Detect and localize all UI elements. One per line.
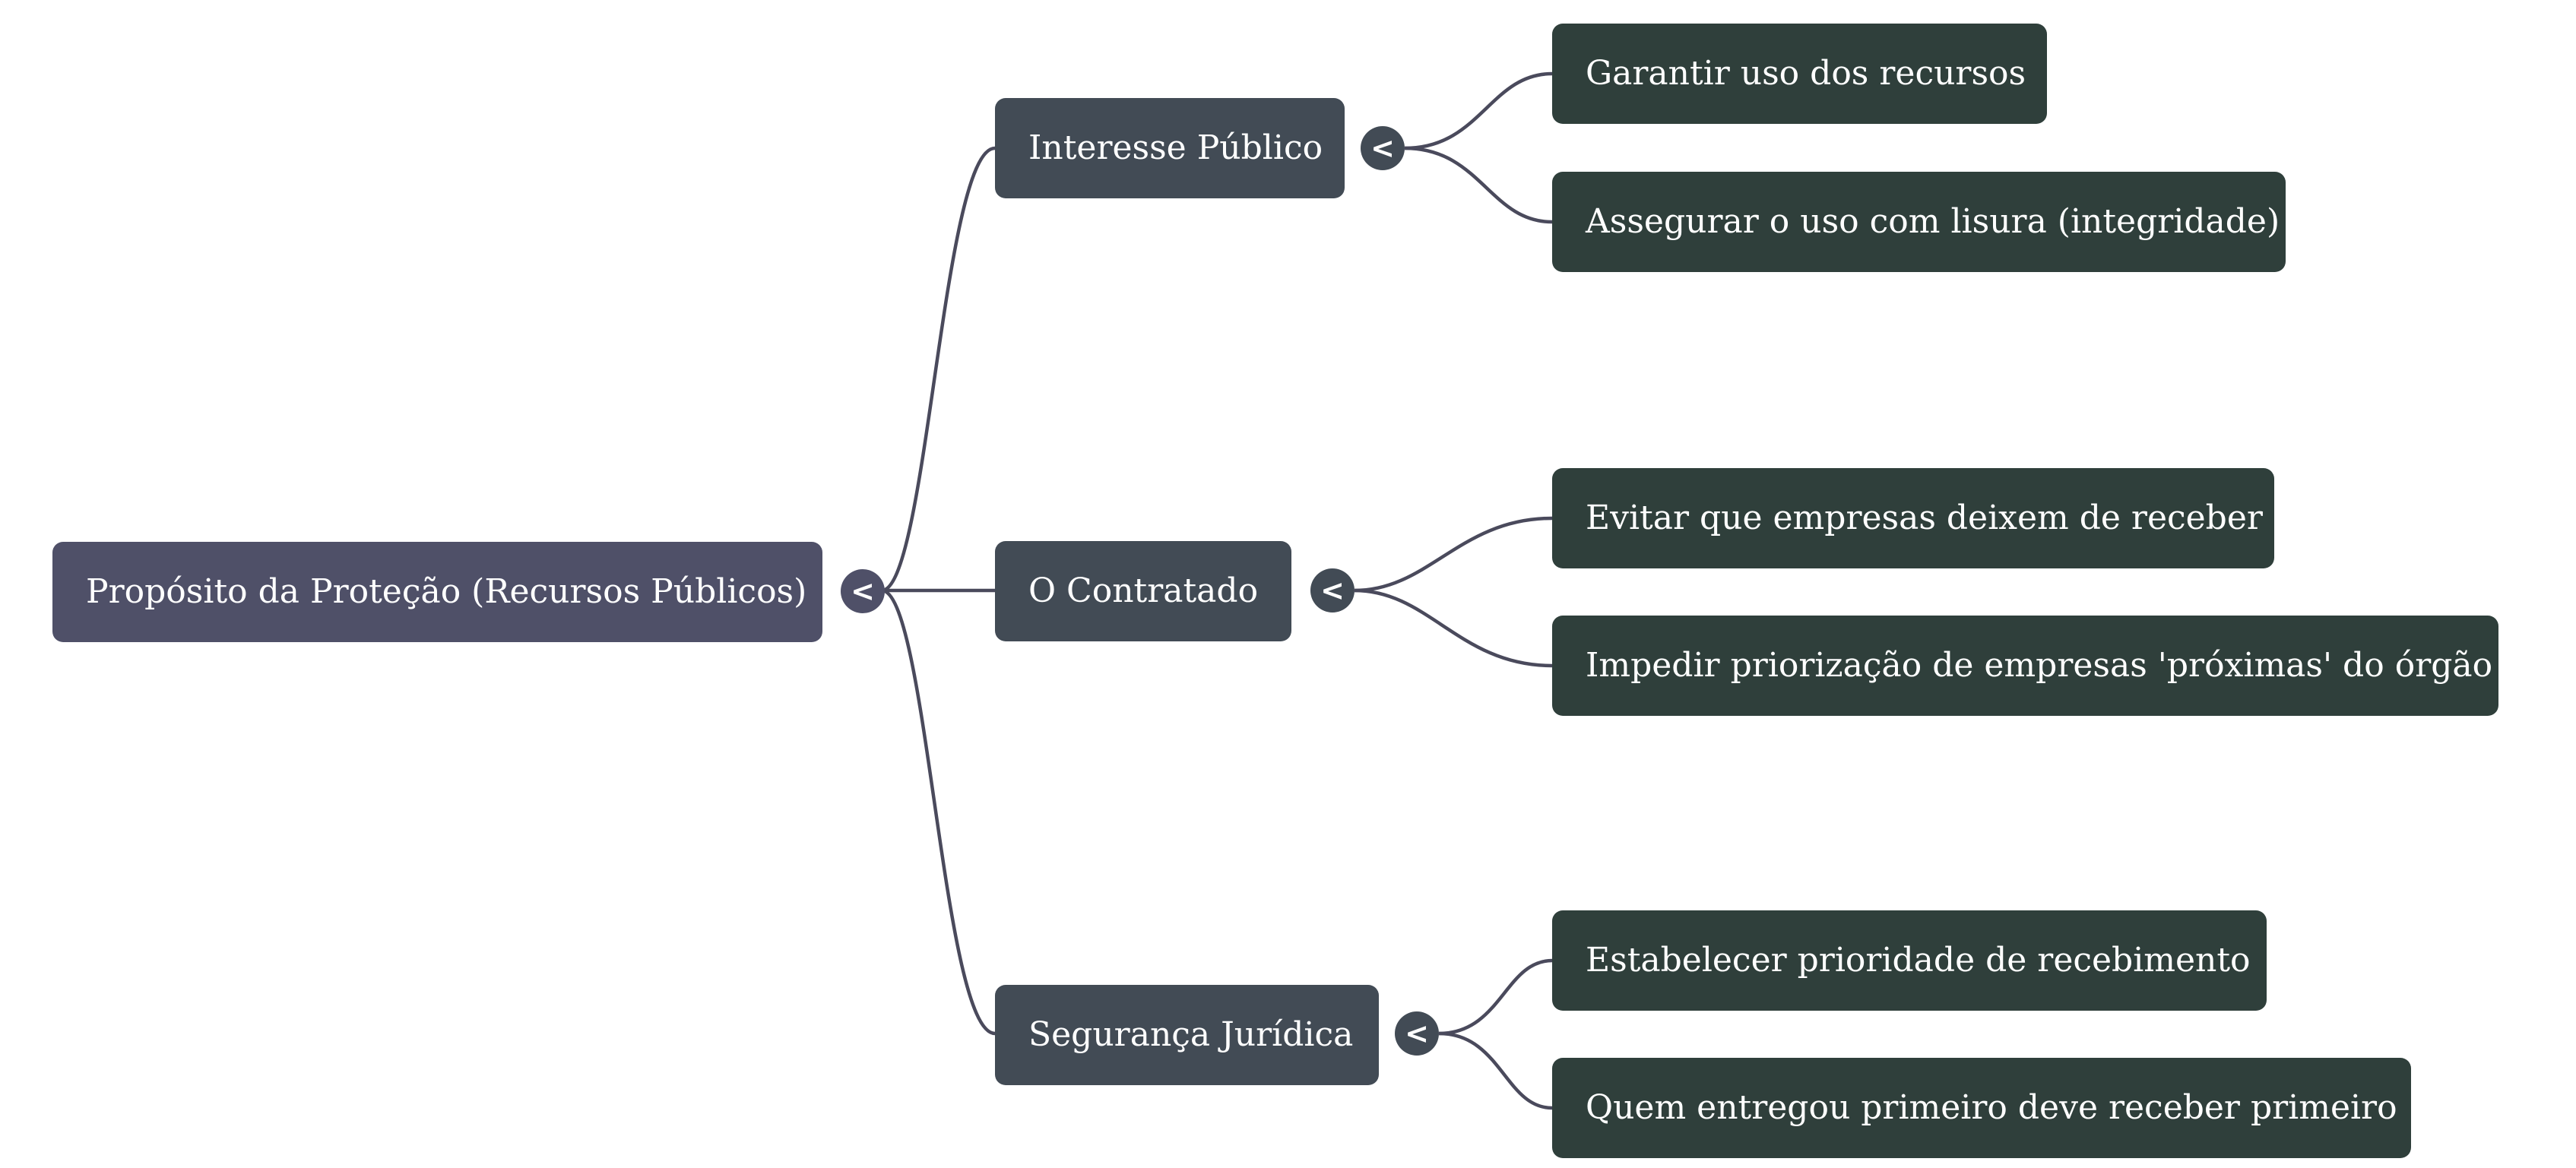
connector-branch-3-leaf-1	[1438, 958, 1553, 1036]
leaf-node-estabelecer-prioridade[interactable]: Estabelecer prioridade de recebimento	[1552, 910, 2267, 1011]
branch-node-o-contratado[interactable]: O Contratado	[995, 541, 1291, 641]
leaf-node-label: Impedir priorização de empresas 'próxima…	[1586, 646, 2493, 685]
branch-2-collapse-toggle[interactable]: <	[1310, 568, 1355, 612]
branch-node-label: O Contratado	[1028, 571, 1259, 610]
leaf-node-garantir-uso[interactable]: Garantir uso dos recursos	[1552, 24, 2047, 124]
leaf-node-label: Garantir uso dos recursos	[1586, 54, 2026, 93]
branch-node-label: Segurança Jurídica	[1028, 1015, 1354, 1054]
root-node[interactable]: Propósito da Proteção (Recursos Públicos…	[52, 542, 822, 642]
root-node-label: Propósito da Proteção (Recursos Públicos…	[86, 572, 807, 611]
leaf-node-impedir-priorizacao[interactable]: Impedir priorização de empresas 'próxima…	[1552, 616, 2498, 716]
leaf-node-quem-entregou[interactable]: Quem entregou primeiro deve receber prim…	[1552, 1058, 2411, 1158]
branch-node-label: Interesse Público	[1028, 128, 1323, 167]
branch-node-seguranca-juridica[interactable]: Segurança Jurídica	[995, 985, 1379, 1085]
leaf-node-label: Quem entregou primeiro deve receber prim…	[1586, 1088, 2397, 1127]
leaf-node-evitar-empresas[interactable]: Evitar que empresas deixem de receber	[1552, 468, 2274, 568]
leaf-node-assegurar-uso[interactable]: Assegurar o uso com lisura (integridade)	[1552, 172, 2286, 272]
connector-branch-3-leaf-2	[1438, 1031, 1553, 1110]
root-collapse-toggle[interactable]: <	[841, 569, 885, 613]
leaf-node-label: Assegurar o uso com lisura (integridade)	[1586, 202, 2280, 241]
connector-root-branch-1	[881, 146, 996, 593]
leaf-node-label: Evitar que empresas deixem de receber	[1586, 499, 2263, 537]
connector-branch-2-leaf-1	[1354, 516, 1553, 593]
branch-node-interesse-publico[interactable]: Interesse Público	[995, 98, 1345, 198]
connector-branch-1-leaf-1	[1404, 71, 1553, 150]
connector-root-branch-3	[881, 588, 996, 1036]
connector-branch-2-leaf-2	[1354, 588, 1553, 668]
branch-1-collapse-toggle[interactable]: <	[1361, 126, 1405, 170]
leaf-node-label: Estabelecer prioridade de recebimento	[1586, 941, 2251, 980]
connector-branch-1-leaf-2	[1404, 146, 1553, 224]
branch-3-collapse-toggle[interactable]: <	[1395, 1011, 1439, 1056]
